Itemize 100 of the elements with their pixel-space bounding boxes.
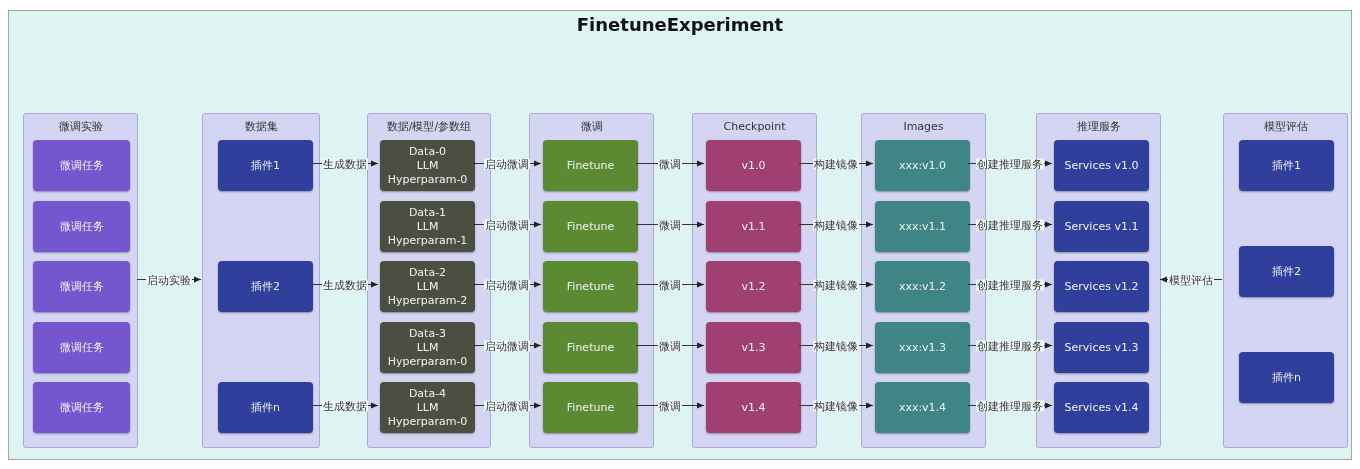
box-label: xxx:v1.4	[898, 400, 947, 415]
process-box	[543, 382, 638, 433]
box-label: v1.2	[741, 279, 766, 294]
edge-label: 构建镜像	[813, 340, 859, 351]
edge-label: 构建镜像	[813, 400, 859, 411]
edge-label: 构建镜像	[813, 279, 859, 290]
group-title: 数据集	[244, 119, 278, 134]
process-box	[875, 322, 970, 373]
process-box	[1054, 201, 1149, 252]
group-panel	[1223, 113, 1348, 448]
box-label: Services v1.4	[1064, 400, 1139, 415]
group-panel	[23, 113, 138, 448]
edge-label: 启动微调	[484, 279, 530, 290]
box-label: 插件n	[251, 400, 280, 415]
edge-label: 微调	[658, 279, 682, 290]
edge-label: 模型评估	[1168, 274, 1214, 285]
process-box	[33, 322, 130, 373]
group-title: Checkpoint	[723, 120, 786, 133]
process-box	[543, 140, 638, 191]
box-label: xxx:v1.0	[898, 158, 947, 173]
box-label: Data-2 LLM Hyperparam-2	[386, 265, 469, 308]
process-box	[218, 261, 313, 312]
edge-label: 启动实验	[146, 274, 192, 285]
box-label: Data-3 LLM Hyperparam-0	[386, 326, 469, 369]
process-box	[543, 322, 638, 373]
edge-label: 生成数据	[321, 158, 368, 169]
process-box	[875, 201, 970, 252]
edge-label: 构建镜像	[813, 219, 859, 230]
box-label: xxx:v1.1	[898, 219, 947, 234]
group-panel	[529, 113, 654, 448]
process-box	[1239, 246, 1334, 297]
box-label: 微调任务	[59, 219, 104, 234]
box-label: xxx:v1.2	[898, 279, 947, 294]
process-box	[706, 201, 801, 252]
box-label: 微调任务	[59, 340, 104, 355]
process-box	[380, 201, 475, 252]
edge-label: 创建推理服务	[976, 400, 1044, 411]
diagram-frame	[8, 10, 1352, 460]
group-title: 数据/模型/参数组	[386, 119, 472, 134]
edge-label: 构建镜像	[813, 158, 859, 169]
box-label: Finetune	[566, 340, 615, 355]
edge-label: 创建推理服务	[976, 340, 1044, 351]
edge-label: 启动微调	[484, 219, 530, 230]
box-label: 插件n	[1272, 370, 1301, 385]
box-label: xxx:v1.3	[898, 340, 947, 355]
box-label: v1.3	[741, 340, 766, 355]
edge-label: 启动微调	[484, 340, 530, 351]
group-title: 模型评估	[1263, 119, 1308, 134]
box-label: Data-0 LLM Hyperparam-0	[386, 144, 469, 187]
edge-label: 微调	[658, 219, 682, 230]
box-label: 微调任务	[59, 400, 104, 415]
process-box	[706, 261, 801, 312]
process-box	[218, 382, 313, 433]
box-label: 插件2	[1272, 264, 1301, 279]
box-label: 插件1	[1272, 158, 1301, 173]
group-panel	[202, 113, 320, 448]
process-box	[380, 322, 475, 373]
group-title: 微调实验	[58, 119, 103, 134]
box-label: Finetune	[566, 279, 615, 294]
process-box	[1054, 322, 1149, 373]
box-label: Finetune	[566, 219, 615, 234]
edge-label: 生成数据	[321, 400, 368, 411]
edge-label: 微调	[658, 158, 682, 169]
edge-label: 创建推理服务	[976, 158, 1044, 169]
box-label: 微调任务	[59, 158, 104, 173]
process-box	[875, 140, 970, 191]
process-box	[1054, 382, 1149, 433]
process-box	[706, 322, 801, 373]
group-title: Images	[903, 120, 944, 133]
process-box	[33, 201, 130, 252]
process-box	[1054, 140, 1149, 191]
process-box	[33, 261, 130, 312]
process-box	[706, 140, 801, 191]
process-box	[380, 261, 475, 312]
edge-label: 生成数据	[321, 279, 368, 290]
process-box	[380, 382, 475, 433]
box-label: 插件1	[251, 158, 280, 173]
box-label: v1.1	[741, 219, 766, 234]
process-box	[875, 382, 970, 433]
process-box	[33, 382, 130, 433]
box-label: Services v1.3	[1064, 340, 1139, 355]
edge-label: 启动微调	[484, 158, 530, 169]
edge-label: 微调	[658, 400, 682, 411]
box-label: Finetune	[566, 400, 615, 415]
process-box	[543, 261, 638, 312]
process-box	[380, 140, 475, 191]
box-label: v1.0	[741, 158, 766, 173]
process-box	[1239, 352, 1334, 403]
edge-label: 启动微调	[484, 400, 530, 411]
box-label: Services v1.2	[1064, 279, 1139, 294]
box-label: Finetune	[566, 158, 615, 173]
process-box	[1239, 140, 1334, 191]
group-title: 推理服务	[1076, 119, 1121, 134]
process-box	[543, 201, 638, 252]
box-label: Data-4 LLM Hyperparam-0	[386, 386, 469, 429]
process-box	[1054, 261, 1149, 312]
box-label: Data-1 LLM Hyperparam-1	[386, 205, 469, 248]
process-box	[875, 261, 970, 312]
process-box	[218, 140, 313, 191]
edge-label: 微调	[658, 340, 682, 351]
